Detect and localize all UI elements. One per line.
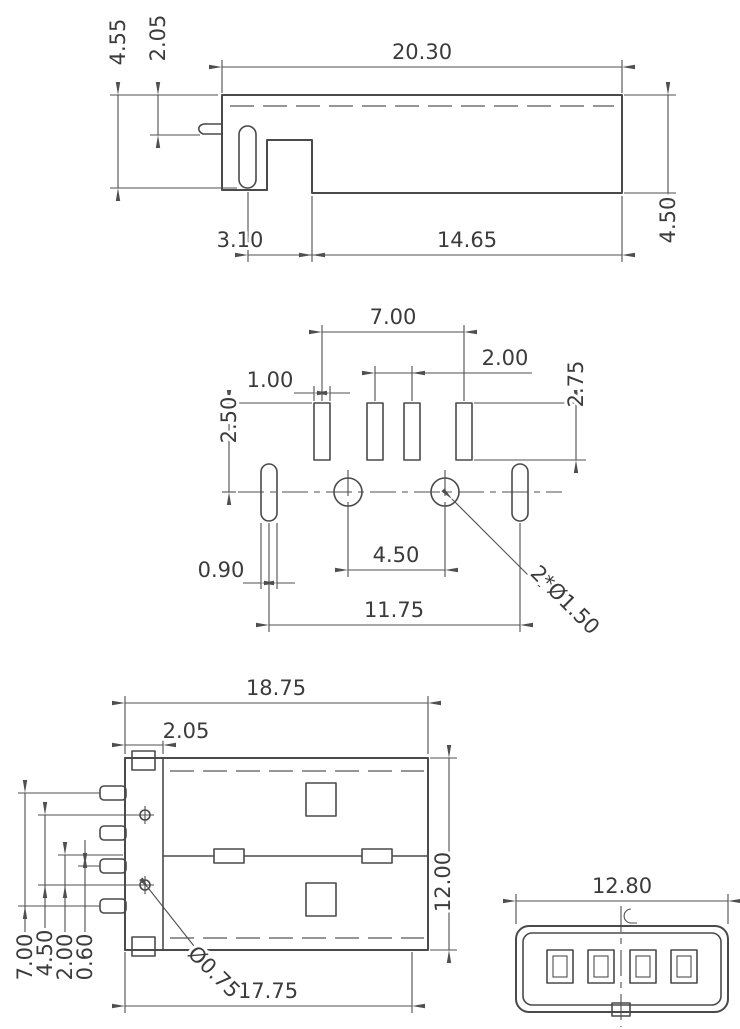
dim-tab-height: 2.05 — [146, 15, 170, 62]
dim-slot-pitch: 11.75 — [364, 598, 424, 622]
latch-window — [361, 848, 393, 864]
centerline-symbol — [623, 908, 637, 924]
footprint-view: 7.00 2.00 1.00 2.50 2.75 0.90 4.50 11.75… — [195, 302, 608, 642]
pcb-pad — [403, 402, 421, 461]
shell-window — [305, 882, 337, 917]
latch-window — [213, 848, 245, 864]
dim-hole-offset: 2.00 — [53, 934, 77, 981]
dim-inner-pad-pitch: 2.00 — [482, 346, 529, 370]
dim-pad-row-offset: 2.50 — [217, 397, 241, 444]
contact-pin — [546, 949, 574, 984]
dim-overall-length: 20.30 — [392, 40, 452, 64]
leader-line — [441, 488, 541, 588]
dim-overall-height: 4.55 — [106, 19, 130, 66]
body-outline — [124, 757, 429, 951]
contact-pin-inner — [676, 955, 692, 978]
lead-pin — [99, 898, 127, 914]
shell-front-outline — [515, 925, 729, 1013]
dim-inner-width: 17.75 — [238, 979, 298, 1003]
contact-pins — [546, 949, 698, 984]
dim-pin-span: 7.00 — [13, 934, 37, 981]
contact-pin — [670, 949, 698, 984]
dim-body-depth: 12.00 — [431, 852, 455, 912]
contact-pin — [587, 949, 615, 984]
pcb-pad — [455, 402, 473, 461]
dim-outer-pad-span: 7.00 — [370, 305, 417, 329]
front-view: 12.80 — [503, 871, 740, 1027]
shell-window — [305, 782, 337, 817]
board-lock-tab — [131, 936, 156, 957]
dim-pin-offset: 0.60 — [73, 934, 97, 981]
leader-line — [139, 877, 206, 961]
shell-outline — [221, 94, 623, 194]
board-lock-tab — [131, 750, 156, 771]
dim-pad-width: 1.00 — [247, 368, 294, 392]
side-view: 20.30 4.55 2.05 3.10 14.65 4.50 — [103, 12, 683, 262]
dim-front-width: 12.80 — [592, 874, 652, 898]
lead-pin — [99, 825, 127, 841]
dim-shell-length: 14.65 — [437, 228, 497, 252]
contact-pin-inner — [635, 955, 651, 978]
dim-hole-pitch: 4.50 — [373, 543, 420, 567]
lead-pin — [99, 785, 127, 801]
contact-pin — [629, 949, 657, 984]
spring-tab — [198, 123, 222, 135]
dim-slot-width: 0.90 — [198, 558, 245, 582]
dim-pad-length: 2.75 — [564, 361, 588, 408]
pcb-pad — [313, 402, 331, 461]
shell-front-inner — [522, 932, 722, 1006]
dim-body-width: 18.75 — [246, 676, 306, 700]
lead-pin — [99, 858, 127, 874]
contact-pin-inner — [552, 955, 568, 978]
top-view: 18.75 2.05 12.00 17.75 0.60 2.00 4.50 7.… — [10, 673, 458, 1013]
dim-edge-margin: 2.05 — [163, 719, 210, 743]
solder-pin — [238, 125, 257, 189]
dim-shell-height: 4.50 — [656, 197, 680, 244]
contact-pin-inner — [593, 955, 609, 978]
dim-hole-pitch: 4.50 — [33, 930, 57, 977]
dim-hole-callout: 2*Ø1.50 — [526, 561, 605, 640]
pcb-pad — [366, 402, 384, 461]
dim-pin-to-shoulder: 3.10 — [217, 228, 264, 252]
